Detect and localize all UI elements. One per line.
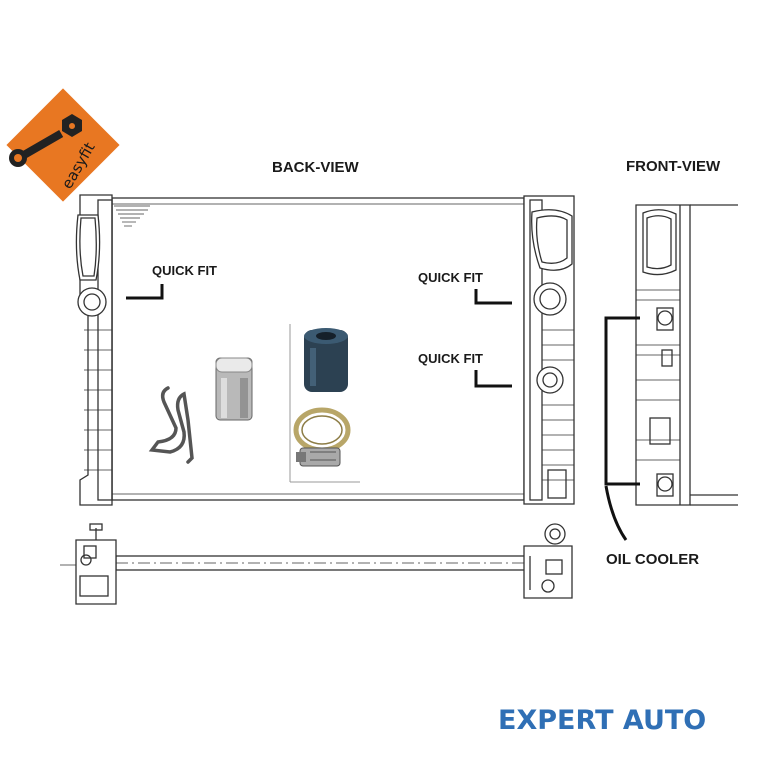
top-view-radiator: [60, 523, 573, 605]
badge-diamond: [6, 88, 120, 202]
expert-auto-watermark: EXPERT AUTO: [498, 705, 706, 736]
hose-clamp-part: [293, 407, 351, 467]
oil-cooler-label: OIL COOLER: [606, 551, 699, 568]
easyfit-badge: easyfit: [6, 88, 120, 202]
rubber-hose-part: [304, 328, 348, 392]
oil-cooler-bracket: [604, 316, 640, 486]
quick-fit-right-bottom-marker: [474, 370, 512, 388]
quick-fit-left-marker: [126, 284, 164, 300]
oil-cooler-pointer: [604, 485, 628, 541]
quick-fit-right-bottom-label: QUICK FIT: [418, 351, 483, 366]
quick-fit-right-top-marker: [474, 289, 512, 305]
quick-fit-left-label: QUICK FIT: [152, 263, 217, 278]
back-view-title: BACK-VIEW: [272, 159, 360, 176]
metal-sleeve-part: [215, 357, 253, 421]
accessory-parts: [148, 324, 360, 483]
quick-fit-right-top-label: QUICK FIT: [418, 270, 483, 285]
wrench-bolt-icon: [9, 114, 82, 167]
front-view-radiator: [635, 204, 738, 506]
spring-clip-part: [148, 386, 194, 464]
front-view-title: FRONT-VIEW: [626, 158, 721, 175]
